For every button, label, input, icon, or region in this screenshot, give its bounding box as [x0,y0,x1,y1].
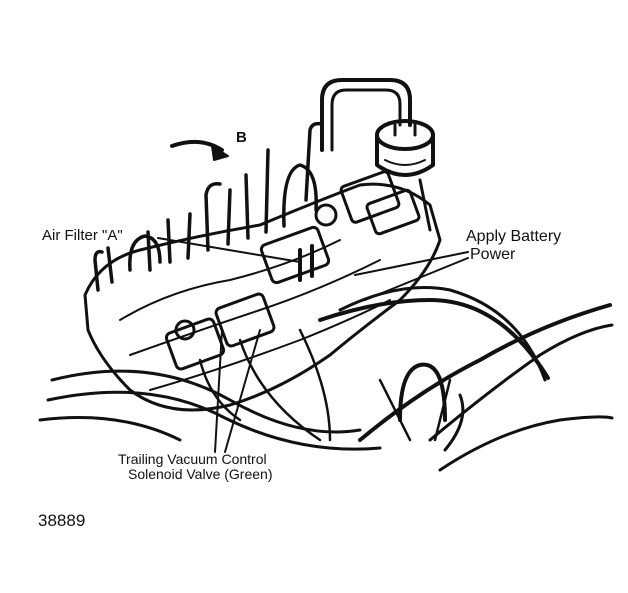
battery-leader-2 [364,257,469,301]
solenoid-connectors [164,170,421,371]
battery-leader-1 [354,251,469,276]
air-filter-label: Air Filter "A" [42,227,123,244]
engine-block [83,182,442,412]
battery-label-line2: Power [470,245,516,263]
battery-power-label: Apply Battery Power [466,228,561,263]
vacuum-hoses [93,121,324,292]
curved-arrow [170,139,229,161]
solenoid-valve-label: Trailing Vacuum Control Solenoid Valve (… [118,451,273,483]
solenoid-leader-2 [224,329,261,453]
solenoid-label-line2: Solenoid Valve (Green) [128,466,273,483]
arrow-label-b: B [236,129,247,146]
canister-assembly [320,78,435,232]
wiring-harness [198,286,550,442]
battery-label-line1: Apply Battery [466,228,562,245]
solenoid-label-line1: Trailing Vacuum Control [118,451,267,467]
solenoid-leader-1 [214,329,223,453]
figure-number: 38889 [38,511,86,530]
leader-lines [157,237,469,453]
air-filter-leader [157,237,301,263]
